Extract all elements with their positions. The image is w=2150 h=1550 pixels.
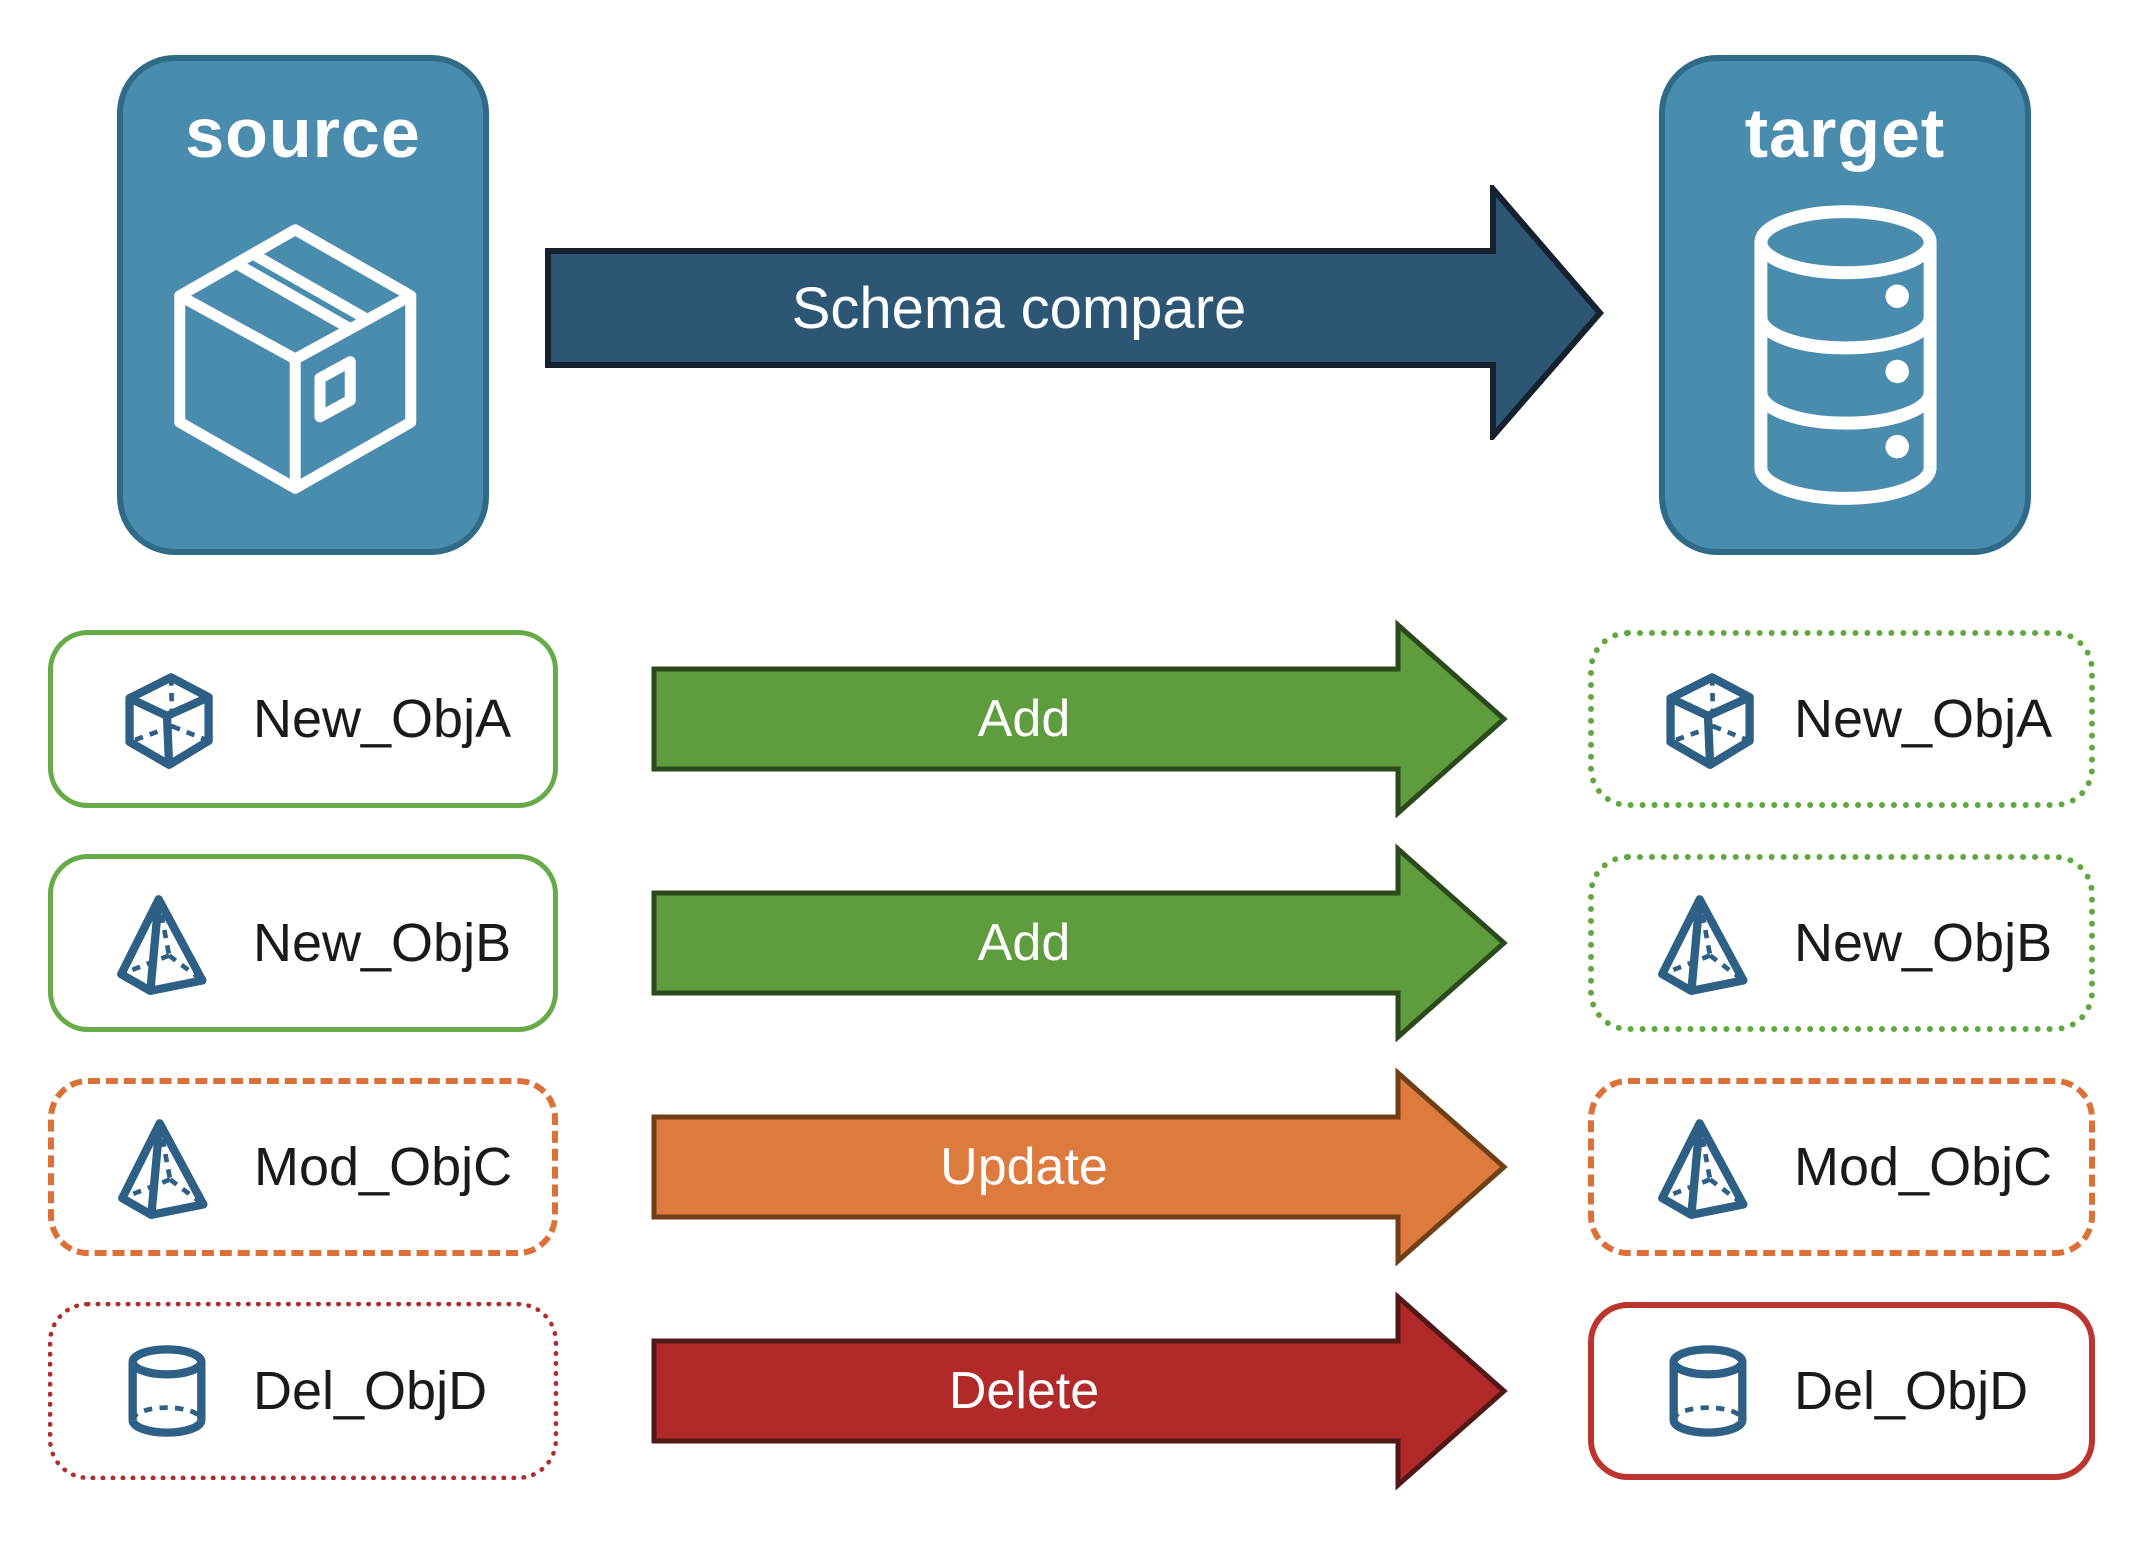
source-object-new-objb: New_ObjB — [48, 854, 558, 1032]
object-label: Mod_ObjC — [254, 1137, 513, 1197]
package-icon — [123, 199, 483, 519]
add-arrow-2: Add — [650, 843, 1510, 1043]
cylinder-icon — [128, 1345, 206, 1437]
object-label: Mod_ObjC — [1794, 1137, 2053, 1197]
add-arrow-label: Add — [977, 690, 1071, 748]
object-label: Del_ObjD — [1794, 1361, 2029, 1421]
object-label: New_ObjA — [253, 689, 512, 749]
source-title: source — [185, 94, 421, 172]
cylinder-icon — [1669, 1345, 1747, 1437]
update-arrow-label: Update — [940, 1138, 1108, 1196]
database-icon — [1665, 199, 2025, 511]
source-node: source — [117, 55, 489, 555]
pyramid-icon — [117, 895, 207, 995]
schema-compare-arrow: Schema compare — [545, 180, 1605, 445]
object-label: New_ObjB — [253, 913, 512, 973]
source-object-del-objd: Del_ObjD — [48, 1302, 558, 1480]
target-object-new-objb: New_ObjB — [1588, 854, 2095, 1032]
pyramid-icon — [1658, 1119, 1748, 1219]
update-arrow: Update — [650, 1067, 1510, 1267]
object-label: Del_ObjD — [253, 1361, 488, 1421]
object-label: New_ObjA — [1794, 689, 2053, 749]
schema-compare-arrow-shape — [545, 180, 1604, 445]
cube-icon — [1666, 673, 1754, 769]
pyramid-icon — [1658, 895, 1748, 995]
cube-icon — [125, 673, 213, 769]
source-object-mod-objc: Mod_ObjC — [48, 1078, 558, 1256]
add-arrow-1: Add — [650, 619, 1510, 819]
target-object-mod-objc: Mod_ObjC — [1588, 1078, 2095, 1256]
add-arrow-label: Add — [977, 914, 1071, 972]
target-node: target — [1659, 55, 2031, 555]
target-title: target — [1744, 94, 1946, 172]
source-object-new-obja: New_ObjA — [48, 630, 558, 808]
object-label: New_ObjB — [1794, 913, 2053, 973]
delete-arrow-label: Delete — [948, 1362, 1100, 1420]
target-object-del-objd: Del_ObjD — [1588, 1302, 2095, 1480]
delete-arrow: Delete — [650, 1291, 1510, 1491]
pyramid-icon — [118, 1119, 208, 1219]
schema-compare-label: Schema compare — [791, 275, 1247, 341]
target-object-new-obja: New_ObjA — [1588, 630, 2095, 808]
